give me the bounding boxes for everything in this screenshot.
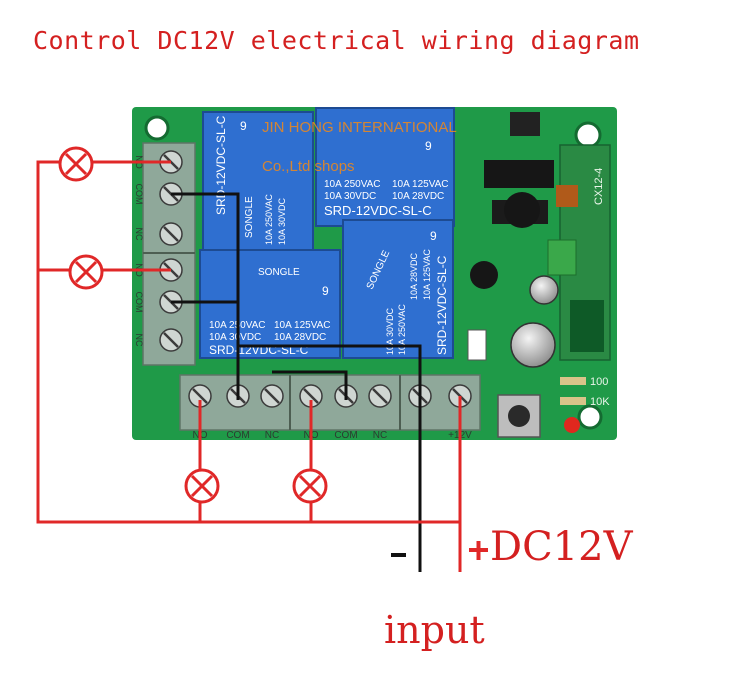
relay-2-rating-ac2: 10A 125VAC — [392, 179, 449, 190]
relay-3: SONGLE 10A 250VAC 10A 125VAC 10A 30VDC 1… — [199, 249, 341, 359]
bottom-terminal-screw-3 — [260, 384, 284, 408]
bottom-terminal-screw-4 — [299, 384, 323, 408]
push-button-cap — [508, 405, 530, 427]
lamp-1-icon — [58, 146, 94, 182]
ic-chip — [484, 160, 554, 188]
lamp-2-icon — [68, 254, 104, 290]
resistor-10k-label: 10K — [590, 396, 610, 408]
left-terminal-block — [142, 142, 196, 366]
inductor — [504, 192, 540, 228]
relay-3-rating-ac2: 10A 125VAC — [274, 320, 331, 331]
bottom-terminal-block — [179, 374, 481, 431]
capacitor-small — [529, 275, 559, 305]
bottom-terminal-label-3: NC — [265, 430, 279, 441]
mount-hole-top-right — [574, 121, 602, 149]
relay-4-rating-dc: 10A 30VDC — [385, 307, 395, 355]
plus-sign — [469, 541, 488, 560]
relay-4-rating-dc2: 10A 28VDC — [409, 252, 419, 300]
resistor-100-label: 100 — [590, 376, 608, 388]
diagram-title: Control DC12V electrical wiring diagram — [33, 26, 640, 55]
input-label: input — [384, 608, 485, 652]
resistor-10k — [560, 397, 586, 405]
relay-2-rating-ac: 10A 250VAC — [324, 179, 381, 190]
relay-4: SRD-12VDC-SL-C SONGLE 10A 125VAC 10A 28V… — [342, 219, 454, 359]
relay-3-rating-dc: 10A 30VDC — [209, 332, 261, 343]
lamp-3-icon — [184, 468, 220, 504]
relay-4-rating-ac: 10A 250VAC — [397, 304, 407, 355]
watermark-line-2: Co.,Ltd shops — [262, 158, 355, 175]
red-led — [564, 417, 580, 433]
relay-4-rating-ac2: 10A 125VAC — [422, 249, 432, 300]
lamp-4-icon — [292, 468, 328, 504]
relay-2: SRD-12VDC-SL-C 10A 250VAC 10A 125VAC 10A… — [315, 107, 455, 227]
watermark-line-1: JIN HONG INTERNATIONAL — [262, 119, 457, 136]
jumper-header — [510, 112, 540, 136]
relay-1-brand: SONGLE — [244, 196, 255, 238]
relay-3-brand: SONGLE — [258, 267, 300, 278]
relay-2-pin: 9 — [425, 139, 432, 153]
left-terminal-label-2: COM — [134, 184, 144, 205]
dc12v-label: DC12V — [490, 524, 633, 570]
minus-sign — [391, 553, 406, 557]
green-connector — [547, 239, 577, 276]
relay-1-rating-dc: 10A 30VDC — [277, 197, 287, 245]
left-terminal-label-3: NC — [134, 228, 144, 241]
relay-2-rating-dc2: 10A 28VDC — [392, 191, 444, 202]
bottom-terminal-screw-6 — [368, 384, 392, 408]
relay-1-pin: 9 — [240, 119, 247, 133]
relay-1-model: SRD-12VDC-SL-C — [214, 115, 228, 215]
relay-1: SRD-12VDC-SL-C SONGLE 10A 250VAC 10A 30V… — [202, 111, 314, 253]
transistor — [470, 261, 498, 289]
left-terminal-screw-6 — [159, 328, 183, 352]
relay-2-rating-dc: 10A 30VDC — [324, 191, 376, 202]
relay-2-model: SRD-12VDC-SL-C — [324, 203, 432, 218]
relay-1-rating-ac: 10A 250VAC — [264, 194, 274, 245]
mount-hole-top-left — [144, 115, 170, 141]
bottom-terminal-label-5: COM — [334, 430, 357, 441]
mount-hole-bottom-right — [577, 404, 603, 430]
relay-3-pin: 9 — [322, 284, 329, 298]
bottom-terminal-label-6: NC — [373, 430, 387, 441]
left-terminal-label-6: NC — [134, 334, 144, 347]
relay-4-pin: 9 — [430, 229, 437, 243]
module-label: CX12-4 — [593, 168, 605, 205]
coil-component — [556, 185, 578, 207]
receiver-module: CX12-4 — [559, 144, 611, 361]
left-terminal-label-5: COM — [134, 292, 144, 313]
led-diode — [467, 329, 487, 361]
resistor-100 — [560, 377, 586, 385]
black-wires — [171, 192, 422, 572]
relay-3-rating-dc2: 10A 28VDC — [274, 332, 326, 343]
left-terminal-screw-3 — [159, 222, 183, 246]
relay-4-model: SRD-12VDC-SL-C — [435, 255, 449, 355]
capacitor-large — [510, 322, 556, 368]
bottom-terminal-label-2: COM — [226, 430, 249, 441]
